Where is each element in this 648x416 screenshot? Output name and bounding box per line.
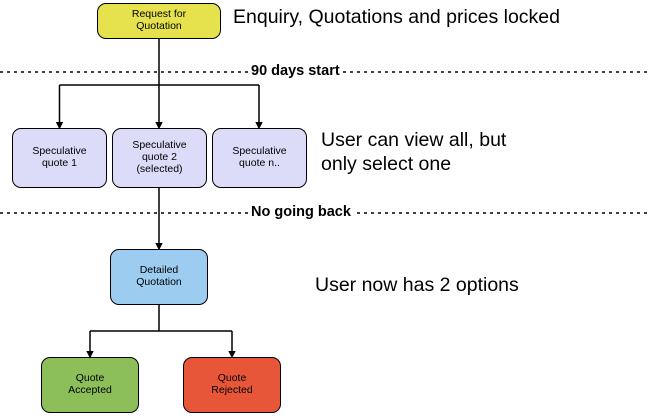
- node-quote-rejected-label: Quote Rejected: [211, 372, 253, 396]
- annotation-view-select-note: User can view all, but only select one: [321, 129, 507, 175]
- node-quote-rejected[interactable]: Quote Rejected: [183, 357, 281, 413]
- node-request-for-quotation[interactable]: Request for Quotation: [97, 3, 221, 39]
- node-speculative-quote-2[interactable]: Speculative quote 2 (selected): [112, 128, 207, 188]
- node-speculative-quote-2-label: Speculative quote 2 (selected): [132, 139, 187, 175]
- node-quote-accepted[interactable]: Quote Accepted: [41, 357, 139, 413]
- node-speculative-quote-n-label: Speculative quote n..: [232, 145, 287, 169]
- annotation-enquiry-note: Enquiry, Quotations and prices locked: [233, 6, 560, 28]
- phase-label-90-days-start: 90 days start: [249, 63, 342, 79]
- node-speculative-quote-1[interactable]: Speculative quote 1: [12, 128, 107, 188]
- phase-label-no-going-back: No going back: [249, 204, 353, 220]
- node-quote-accepted-label: Quote Accepted: [68, 372, 112, 396]
- node-speculative-quote-n[interactable]: Speculative quote n..: [212, 128, 307, 188]
- node-request-for-quotation-label: Request for Quotation: [131, 8, 187, 32]
- node-speculative-quote-1-label: Speculative quote 1: [32, 145, 87, 169]
- annotation-two-options-note: User now has 2 options: [315, 274, 519, 296]
- node-detailed-quotation[interactable]: Detailed Quotation: [110, 249, 208, 305]
- node-detailed-quotation-label: Detailed Quotation: [136, 264, 182, 288]
